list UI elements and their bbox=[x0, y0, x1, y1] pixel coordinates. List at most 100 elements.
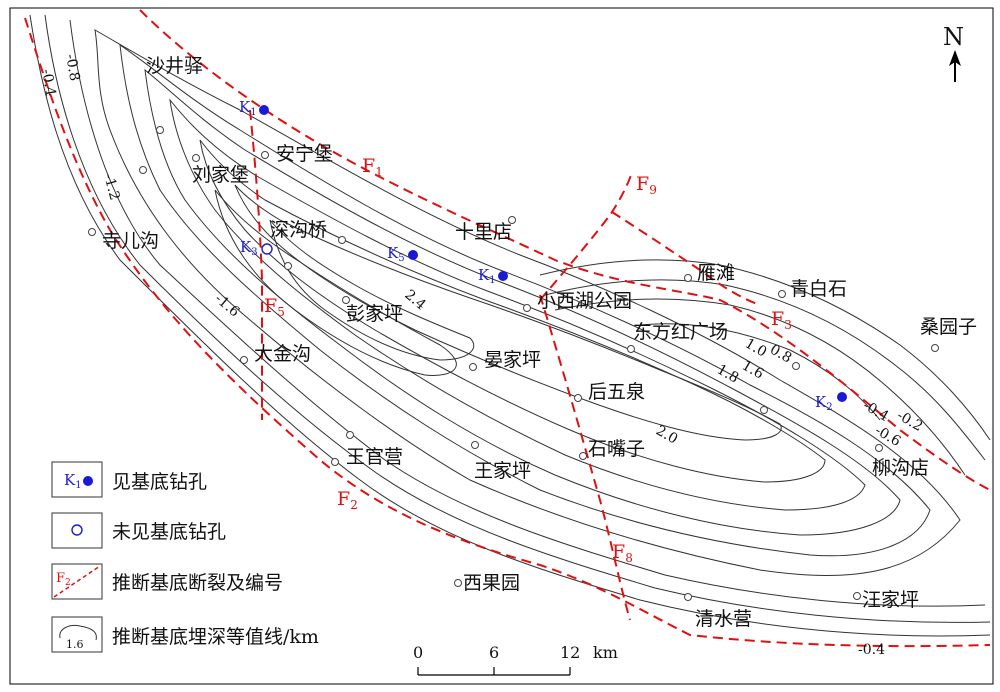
contour-line bbox=[199, 139, 826, 483]
contour-lines bbox=[29, 14, 991, 637]
place-label: 安宁堡 bbox=[276, 143, 333, 165]
legend-found-dot bbox=[83, 476, 93, 486]
place-label: 彭家坪 bbox=[346, 303, 403, 325]
drill-label: K2 bbox=[815, 393, 833, 413]
place-label: 刘家堡 bbox=[192, 164, 249, 186]
drill-hole-notfound bbox=[331, 458, 339, 466]
minor-drill-holes bbox=[88, 126, 939, 601]
drill-hole-notfound bbox=[684, 274, 692, 282]
place-label: 小西湖公园 bbox=[537, 290, 632, 312]
drill-hole-notfound bbox=[88, 228, 96, 236]
scale-unit: km bbox=[593, 643, 618, 662]
scale-label: 0 bbox=[413, 643, 423, 662]
legend-symbol-notfound bbox=[51, 512, 103, 549]
drill-hole-found bbox=[498, 271, 508, 281]
north-arrow: N bbox=[943, 23, 964, 82]
drill-hole-notfound bbox=[508, 216, 516, 224]
drill-hole-found bbox=[408, 250, 418, 260]
contour-line bbox=[69, 19, 986, 607]
drill-hole-found bbox=[837, 392, 847, 402]
place-label: 汪家坪 bbox=[862, 589, 919, 611]
legend-contour-line bbox=[59, 625, 97, 641]
drill-hole-notfound bbox=[760, 406, 768, 414]
drill-hole-notfound bbox=[574, 394, 582, 402]
drill-hole-notfound bbox=[454, 579, 462, 587]
place-label: 十里店 bbox=[455, 221, 512, 243]
fault-line-f9 bbox=[539, 171, 633, 301]
place-labels: 沙井驿 安宁堡 刘家堡 寺儿沟 深沟桥 十里店 雁滩 青白石 桑园子 小西湖公园… bbox=[102, 55, 977, 630]
contour-line bbox=[214, 189, 457, 376]
place-label: 西果园 bbox=[463, 572, 520, 594]
north-label: N bbox=[943, 23, 964, 51]
contour-line bbox=[119, 43, 931, 557]
fault-label: F9 bbox=[636, 173, 657, 197]
found-drill-holes: K1 K5 K1 K2 K3 bbox=[239, 98, 847, 413]
drill-hole-notfound bbox=[192, 154, 200, 162]
fault-label: F5 bbox=[264, 295, 285, 319]
drill-hole-notfound bbox=[284, 262, 292, 270]
contour-line bbox=[94, 29, 961, 577]
contour-line bbox=[169, 98, 866, 511]
place-label: 寺儿沟 bbox=[102, 230, 159, 252]
legend: K1 见基底钻孔 未见基底钻孔 F2 推断基底断裂及编号 1.6 推断基底埋深等… bbox=[51, 461, 319, 653]
drill-hole-notfound-labeled bbox=[261, 243, 273, 255]
fault-label: F2 bbox=[337, 488, 358, 512]
place-label: 王家坪 bbox=[474, 460, 531, 482]
contour-value: -1.2 bbox=[100, 172, 122, 202]
legend-found-symbol-text: K1 bbox=[64, 471, 82, 491]
fault-line-f2 bbox=[24, 17, 991, 648]
drill-label: K5 bbox=[387, 244, 405, 264]
place-label: 晏家坪 bbox=[484, 349, 541, 371]
drill-hole-found bbox=[259, 105, 269, 115]
fault-labels: F1 F2 F3 F5 F8 F9 bbox=[264, 155, 792, 565]
contour-line bbox=[554, 298, 966, 476]
drill-hole-notfound bbox=[261, 151, 269, 159]
drill-hole-notfound bbox=[139, 166, 147, 174]
legend-fault-line bbox=[53, 565, 101, 598]
drill-hole-notfound bbox=[875, 444, 883, 452]
contour-line bbox=[544, 279, 986, 461]
place-label: 大金沟 bbox=[254, 343, 311, 365]
scale-bar: 0 6 12 km bbox=[413, 643, 618, 676]
legend-fault-symbol-text: F2 bbox=[56, 571, 71, 588]
drill-hole-notfound bbox=[627, 345, 635, 353]
contour-value: -0.8 bbox=[62, 53, 82, 82]
contour-line bbox=[269, 219, 475, 361]
north-arrow-icon bbox=[949, 50, 961, 66]
legend-found-label: 见基底钻孔 bbox=[112, 471, 207, 493]
place-label: 石嘴子 bbox=[588, 438, 645, 460]
drill-hole-notfound bbox=[240, 356, 248, 364]
fault-line-f8 bbox=[539, 294, 631, 621]
drill-hole-notfound bbox=[342, 296, 350, 304]
drill-hole-notfound bbox=[579, 452, 587, 460]
drill-hole-notfound bbox=[778, 290, 786, 298]
drill-hole-notfound bbox=[792, 362, 800, 370]
legend-symbol-found bbox=[51, 461, 103, 498]
fault-label: F3 bbox=[771, 308, 792, 332]
drill-label: K1 bbox=[239, 98, 257, 118]
legend-contour-label: 推断基底埋深等值线/km bbox=[112, 626, 319, 648]
place-label: 深沟桥 bbox=[270, 219, 327, 241]
drill-hole-notfound bbox=[853, 592, 861, 600]
legend-fault-label: 推断基底断裂及编号 bbox=[112, 572, 283, 594]
contour-line bbox=[539, 259, 991, 441]
legend-contour-symbol-text: 1.6 bbox=[66, 638, 84, 651]
drill-hole-notfound bbox=[684, 593, 692, 601]
legend-notfound-circle bbox=[71, 524, 83, 536]
fault-label: F8 bbox=[612, 541, 633, 565]
drill-hole-notfound bbox=[338, 236, 346, 244]
place-label: 清水营 bbox=[695, 608, 752, 630]
place-label: 王官营 bbox=[346, 446, 403, 468]
drill-label: K1 bbox=[478, 266, 496, 286]
fault-label: F1 bbox=[362, 155, 383, 179]
fault-line-f9-branch bbox=[611, 211, 761, 306]
drill-hole-notfound bbox=[346, 431, 354, 439]
contour-line bbox=[234, 184, 782, 441]
fault-lines bbox=[24, 9, 991, 648]
place-label: 沙井驿 bbox=[146, 55, 203, 77]
drill-hole-notfound bbox=[469, 363, 477, 371]
drill-hole-notfound bbox=[523, 304, 531, 312]
place-label: 青白石 bbox=[790, 278, 847, 300]
drill-hole-notfound bbox=[471, 441, 479, 449]
